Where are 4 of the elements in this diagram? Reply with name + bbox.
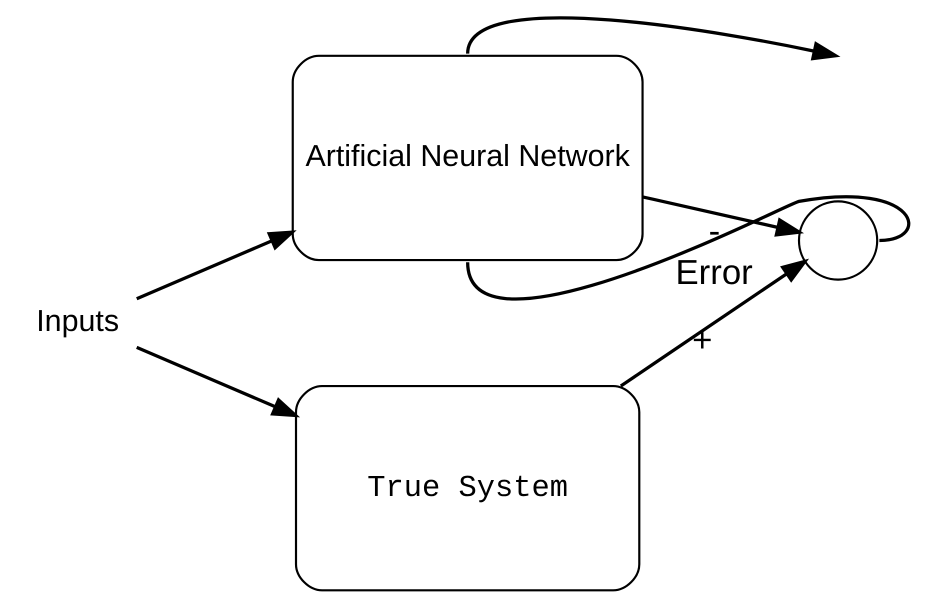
- edge-label: -: [708, 212, 720, 250]
- edge-label: +: [692, 320, 712, 359]
- edge-label: Error: [676, 253, 753, 292]
- node-text: Inputs: [36, 304, 120, 338]
